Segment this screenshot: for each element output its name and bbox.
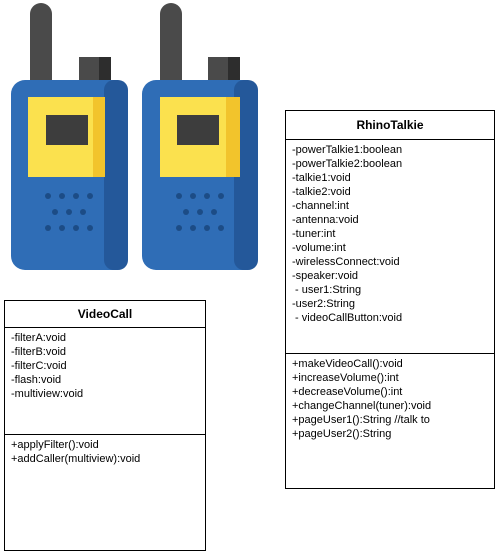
rhinotalkie-method: +makeVideoCall():void: [292, 358, 403, 370]
videocall-methods: +applyFilter():void +addCaller(multiview…: [5, 435, 205, 466]
speaker-grille-icon: [45, 193, 93, 231]
rhinotalkie-method: +increaseVolume():int: [292, 372, 399, 384]
videocall-attributes: -filterA:void -filterB:void -filterC:voi…: [5, 328, 205, 435]
rhinotalkie-method: +pageUser2():String: [292, 428, 392, 440]
rhinotalkie-attribute: -antenna:void: [292, 214, 359, 226]
side-knob-shade-icon: [99, 57, 111, 87]
walkie-talkie-pair-icon: [11, 3, 258, 270]
rhinotalkie-attribute: - videoCallButton:void: [292, 312, 403, 324]
side-knob-shade-icon: [228, 57, 240, 87]
antenna-icon: [160, 3, 182, 93]
videocall-attribute: -multiview:void: [11, 388, 84, 400]
videocall-attribute: -filterC:void: [11, 360, 67, 372]
rhinotalkie-attribute: -user2:String: [292, 298, 355, 310]
speaker-grille-icon: [176, 193, 224, 231]
screen-frame-shade-icon: [93, 97, 105, 177]
videocall-method: +applyFilter():void: [11, 439, 99, 451]
rhinotalkie-attribute: -powerTalkie2:boolean: [292, 158, 403, 170]
rhinotalkie-attribute: -talkie1:void: [292, 172, 351, 184]
videocall-attribute: -flash:void: [11, 374, 62, 386]
antenna-icon: [30, 3, 52, 93]
rhinotalkie-attribute: -volume:int: [292, 242, 346, 254]
rhinotalkie-class-name: RhinoTalkie: [286, 111, 494, 140]
videocall-method: +addCaller(multiview):void: [11, 453, 141, 465]
rhinotalkie-class-box: RhinoTalkie -powerTalkie1:boolean -power…: [285, 110, 495, 489]
rhinotalkie-method: +changeChannel(tuner):void: [292, 400, 432, 412]
rhinotalkie-attribute: -speaker:void: [292, 270, 359, 282]
walkie-talkie-right-icon: [142, 3, 258, 270]
rhinotalkie-methods: +makeVideoCall():void +increaseVolume():…: [286, 354, 494, 441]
rhinotalkie-attribute: -wirelessConnect:void: [292, 256, 400, 268]
rhinotalkie-attribute: -channel:int: [292, 200, 349, 212]
videocall-attribute: -filterB:void: [11, 346, 67, 358]
videocall-class-box: VideoCall -filterA:void -filterB:void -f…: [4, 300, 206, 551]
rhinotalkie-attribute: - user1:String: [292, 284, 362, 296]
rhinotalkie-method: +decreaseVolume():int: [292, 386, 403, 398]
videocall-attribute: -filterA:void: [11, 332, 67, 344]
rhinotalkie-attribute: -tuner:int: [292, 228, 336, 240]
walkie-talkie-left-icon: [11, 3, 128, 270]
screen-icon: [46, 115, 88, 145]
rhinotalkie-attribute: -talkie2:void: [292, 186, 351, 198]
rhinotalkie-method: +pageUser1():String //talk to: [292, 414, 430, 426]
videocall-class-name: VideoCall: [5, 301, 205, 328]
radio-body-shade-icon: [104, 80, 128, 270]
rhinotalkie-attribute: -powerTalkie1:boolean: [292, 144, 403, 156]
rhinotalkie-attributes: -powerTalkie1:boolean -powerTalkie2:bool…: [286, 140, 494, 354]
screen-icon: [177, 115, 219, 145]
screen-frame-shade-icon: [226, 97, 240, 177]
